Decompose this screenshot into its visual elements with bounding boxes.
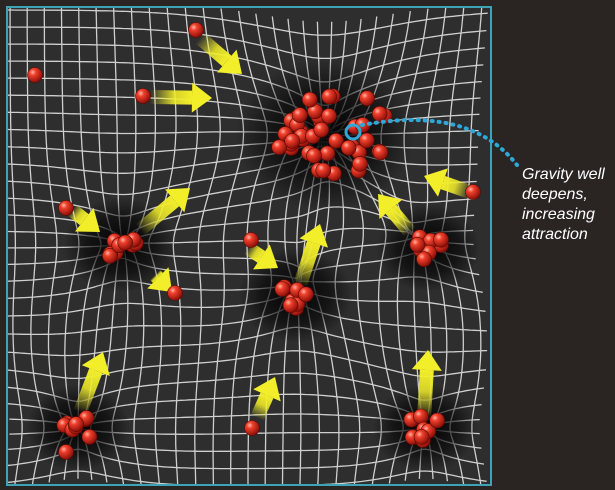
particle — [413, 429, 430, 445]
particle — [27, 67, 43, 83]
particle — [321, 108, 337, 124]
particle — [306, 147, 322, 164]
particle — [319, 145, 336, 162]
gravity-well-annotation: Gravity well deepens, increasing attract… — [522, 165, 615, 245]
particle — [416, 251, 432, 268]
dotted-leader-line — [360, 118, 519, 167]
particle — [284, 133, 301, 149]
particle — [352, 156, 368, 172]
motion-arrow — [149, 82, 213, 113]
motion-arrow — [250, 377, 281, 421]
particle — [433, 231, 449, 248]
particle — [81, 429, 98, 445]
grid-line-vertical — [212, 8, 245, 484]
particle — [328, 133, 344, 149]
marker-ring — [344, 123, 362, 141]
particle — [117, 234, 133, 251]
grid-line-horizontal — [8, 350, 487, 380]
grid-line-vertical — [194, 8, 221, 484]
motion-arrow — [378, 193, 416, 237]
particle — [301, 91, 318, 108]
motion-arrow — [195, 32, 243, 75]
particle — [358, 132, 375, 149]
particle — [282, 297, 299, 314]
grid-line-horizontal — [8, 9, 488, 36]
particles — [27, 22, 481, 460]
particle — [372, 144, 389, 161]
particle — [429, 412, 446, 429]
annotation-line-4: attraction — [522, 226, 588, 243]
particle — [135, 88, 151, 104]
motion-arrow — [135, 188, 190, 236]
particle — [321, 88, 338, 105]
particle — [412, 408, 429, 425]
particle — [271, 139, 288, 155]
grid-line-horizontal — [8, 43, 485, 83]
particle — [167, 285, 183, 301]
motion-arrow — [411, 349, 442, 419]
motion-arrow — [423, 168, 473, 199]
motion-arrows — [67, 32, 473, 421]
particle — [102, 248, 118, 264]
particle — [291, 107, 308, 123]
particle — [298, 286, 314, 303]
annotation-line-1: Gravity well — [522, 166, 605, 183]
particle — [274, 281, 291, 297]
motion-arrow — [293, 223, 329, 288]
grid-line-horizontal — [8, 26, 487, 60]
annotation-line-3: increasing — [522, 206, 595, 223]
particle — [58, 444, 74, 460]
particle — [465, 184, 481, 200]
particle — [58, 200, 74, 216]
grid-line-vertical — [9, 8, 23, 484]
motion-arrow — [73, 352, 110, 415]
grid-line-horizontal — [8, 326, 488, 357]
particle — [68, 416, 84, 432]
particle — [359, 90, 375, 106]
particle — [188, 22, 204, 38]
particle — [244, 420, 260, 436]
motion-arrow — [147, 267, 172, 292]
particle — [371, 106, 388, 122]
particle — [340, 140, 357, 156]
particle — [243, 232, 259, 248]
particle — [313, 121, 330, 138]
particle — [315, 162, 332, 179]
annotation-line-2: deepens, — [522, 186, 588, 203]
particle — [409, 237, 426, 253]
